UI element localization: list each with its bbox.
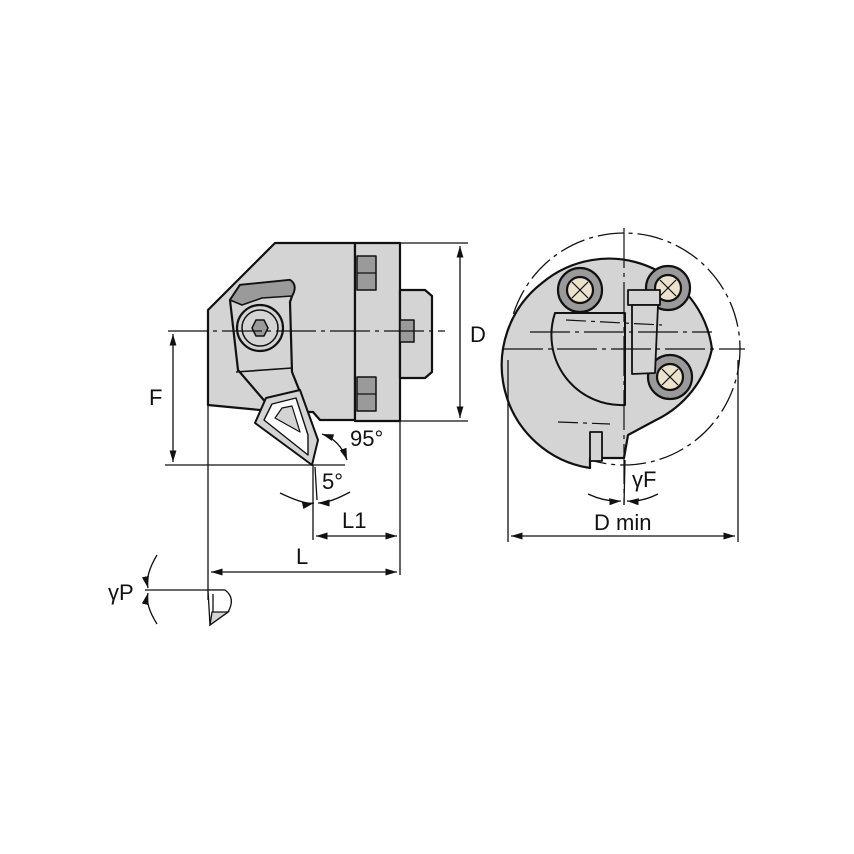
angle-95-arc: [321, 433, 348, 461]
label-angle-95: 95°: [350, 426, 383, 451]
label-L1: L1: [342, 508, 366, 533]
label-L: L: [296, 544, 308, 569]
label-angle-5: 5°: [322, 469, 343, 494]
end-centerlines: [503, 228, 745, 505]
label-D-min: D min: [594, 510, 651, 535]
label-D: D: [470, 322, 486, 347]
label-gamma-F: γF: [632, 467, 656, 492]
screw-right: [646, 353, 694, 401]
screw-top-left: [556, 266, 604, 314]
angle-gamma-F-arc: [587, 493, 622, 506]
angle-5-arc: [279, 492, 315, 509]
side-view: [206, 241, 434, 466]
coupling-stub: [398, 288, 434, 380]
label-F: F: [149, 385, 162, 410]
hex-socket-icon: [251, 319, 269, 337]
end-view: [500, 232, 741, 470]
label-gamma-P: γP: [108, 580, 134, 605]
